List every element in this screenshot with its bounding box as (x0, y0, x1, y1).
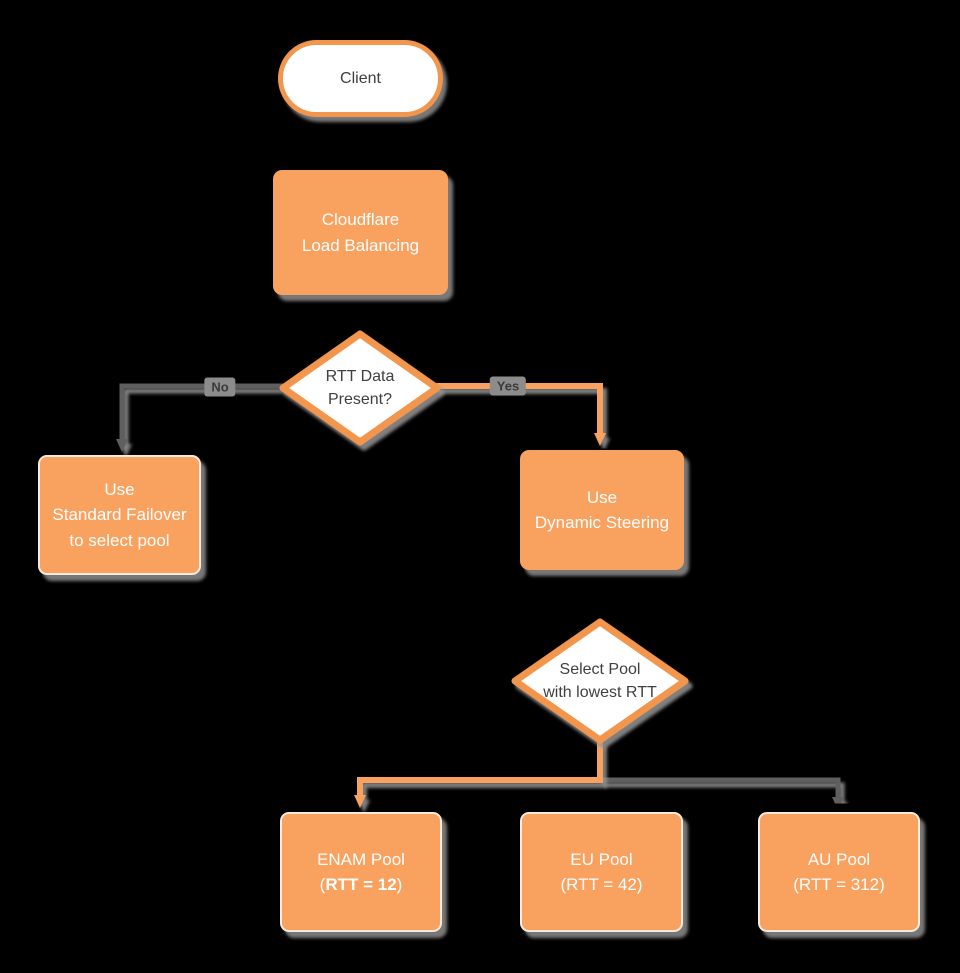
eu-pool-node: EU Pool (RTT = 42) (520, 812, 683, 932)
enam-pool-name: ENAM Pool (317, 849, 405, 869)
edge-yes-to-dynamic-steering (434, 383, 606, 446)
au-pool-node: AU Pool (RTT = 312) (758, 812, 920, 932)
enam-rtt-value: RTT = 12 (325, 875, 397, 894)
standard-failover-node: Use Standard Failover to select pool (38, 455, 201, 575)
edge-label-yes: Yes (489, 376, 527, 396)
load-balancer-label: Cloudflare Load Balancing (301, 210, 420, 255)
edge-select-pool-to-enam (354, 741, 603, 808)
au-pool-rtt: (RTT = 312) (793, 875, 885, 894)
edge-label-no: No (204, 377, 236, 397)
eu-pool-label: EU Pool (RTT = 42) (560, 847, 642, 898)
rtt-decision-node: RTT Data Present? (288, 342, 432, 434)
enam-pool-rtt: (RTT = 12) (317, 872, 405, 898)
eu-pool-rtt: (RTT = 42) (560, 875, 643, 894)
dynamic-steering-label: Use Dynamic Steering (534, 487, 670, 533)
enam-rtt-open-paren: ( (319, 875, 326, 894)
load-balancer-node: Cloudflare Load Balancing (273, 170, 448, 295)
select-pool-node: Select Pool with lowest RTT (520, 635, 680, 727)
select-pool-label: Select Pool with lowest RTT (543, 660, 657, 701)
client-label: Client (340, 69, 381, 87)
enam-pool-label: ENAM Pool (RTT = 12) (317, 847, 405, 898)
rtt-decision-label: RTT Data Present? (325, 367, 395, 408)
au-pool-name: AU Pool (807, 849, 871, 869)
standard-failover-label: Use Standard Failover to select pool (52, 479, 187, 550)
rtt-decision-diamond-shape (279, 330, 441, 446)
select-pool-diamond-shape (511, 618, 689, 744)
client-node: Client (278, 40, 443, 117)
dynamic-steering-node: Use Dynamic Steering (520, 450, 684, 570)
enam-pool-node: ENAM Pool (RTT = 12) (280, 812, 442, 932)
edge-select-pool-to-au (600, 777, 844, 810)
enam-rtt-close-paren: ) (396, 875, 403, 894)
au-pool-label: AU Pool (RTT = 312) (793, 847, 885, 898)
eu-pool-name: EU Pool (570, 849, 633, 869)
